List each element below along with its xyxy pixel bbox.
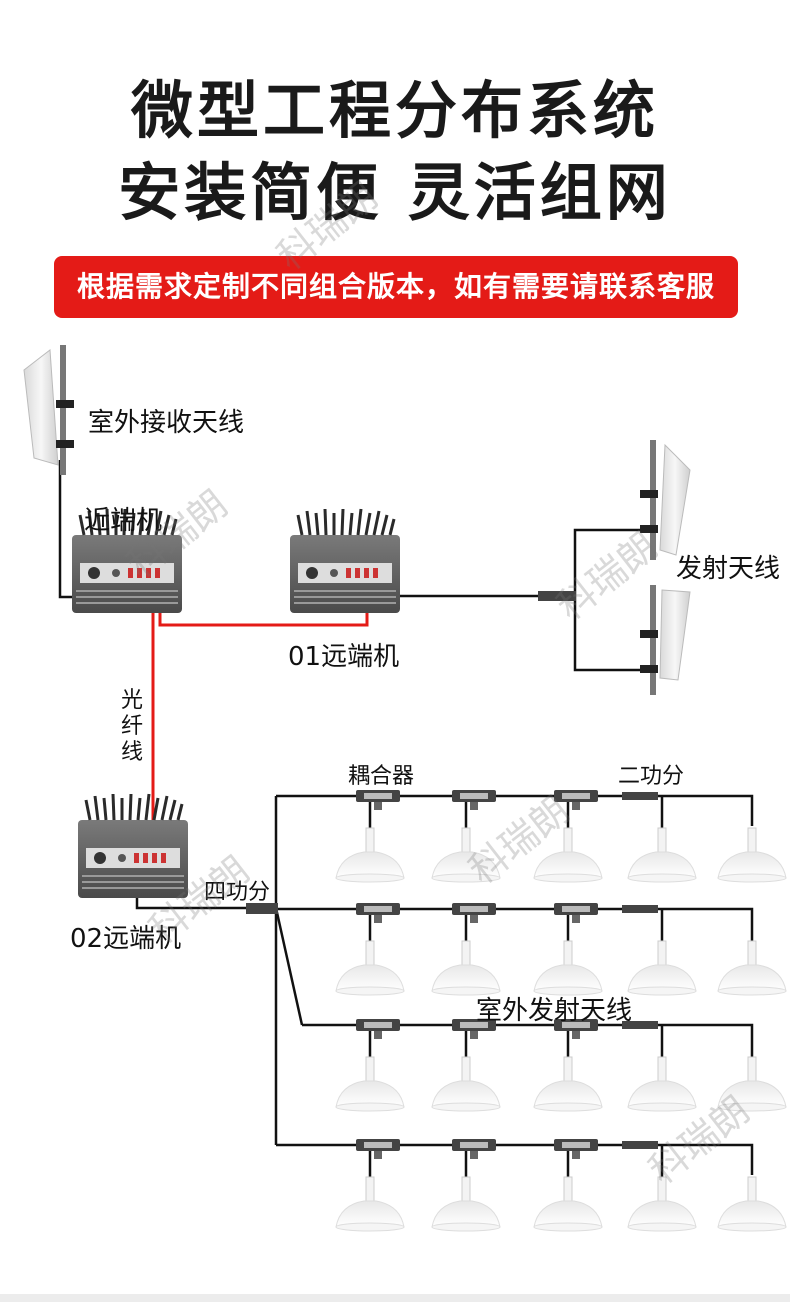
title-line-2: 安装简便 灵活组网 — [118, 156, 672, 229]
coupler-icon — [452, 903, 496, 923]
coupler-icon — [356, 1139, 400, 1159]
coupler-icon — [356, 903, 400, 923]
ceiling-antenna-icon — [627, 940, 697, 996]
contact-banner: 根据需求定制不同组合版本，如有需要请联系客服 — [54, 256, 738, 318]
title-line-1: 微型工程分布系统 — [130, 74, 659, 147]
splitter-icon — [622, 905, 658, 913]
ceiling-antenna-icon — [717, 1176, 787, 1232]
panel-antenna-icon-receive — [23, 345, 74, 475]
ceiling-antenna-icon — [717, 827, 787, 883]
coupler-icon — [452, 1139, 496, 1159]
ceiling-antenna-icon — [335, 1176, 405, 1232]
ceiling-antenna-icon — [533, 940, 603, 996]
ceiling-antenna-icon — [431, 1176, 501, 1232]
label-two-way-splitter: 二功分 — [618, 764, 685, 789]
label-near-end-unit: 近端机 — [84, 506, 163, 536]
coupler-icon — [356, 790, 400, 810]
label-outdoor-receive-antenna: 室外接收天线 — [88, 408, 245, 438]
label-four-way-splitter: 四功分 — [204, 880, 271, 905]
splitter-icon — [622, 1141, 658, 1149]
ceiling-antenna-icon — [627, 827, 697, 883]
ceiling-antenna-icon — [431, 1056, 501, 1112]
splitter-icon — [622, 792, 658, 800]
label-coupler: 耦合器 — [348, 764, 415, 789]
splitter-icon-four-way — [246, 903, 278, 914]
coupler-icon — [554, 903, 598, 923]
ceiling-antenna-icon — [431, 940, 501, 996]
coupler-icon — [554, 1139, 598, 1159]
label-remote-02: 02远端机 — [70, 924, 182, 954]
ceiling-antenna-icon — [431, 827, 501, 883]
label-outdoor-transmit-antenna: 室外发射天线 — [476, 996, 633, 1026]
ceiling-antenna-icon — [533, 827, 603, 883]
coupler-icon — [356, 1019, 400, 1039]
ceiling-antenna-icon — [335, 940, 405, 996]
coupler-icon — [554, 790, 598, 810]
splitter-icon-transmit — [538, 591, 576, 601]
ceiling-antenna-icon — [335, 1056, 405, 1112]
panel-antenna-icon-transmit-2 — [640, 585, 691, 695]
label-fiber: 光 纤 线 — [120, 688, 143, 765]
repeater-unit-icon-remote-01 — [288, 507, 402, 615]
ceiling-antenna-icon — [533, 1176, 603, 1232]
ceiling-antenna-icon — [627, 1176, 697, 1232]
repeater-unit-icon-remote-02 — [76, 792, 190, 900]
splitter-icon — [622, 1021, 658, 1029]
ceiling-antenna-icon — [533, 1056, 603, 1112]
coupler-icon — [452, 790, 496, 810]
panel-antenna-icon-transmit-1 — [640, 440, 691, 560]
ceiling-antenna-icon — [335, 827, 405, 883]
ceiling-antenna-icon — [717, 1056, 787, 1112]
label-transmit-antenna: 发射天线 — [676, 554, 781, 584]
ceiling-antenna-icon — [717, 940, 787, 996]
footer-bar — [0, 1294, 790, 1302]
ceiling-antenna-icon — [627, 1056, 697, 1112]
label-remote-01: 01远端机 — [288, 642, 400, 672]
